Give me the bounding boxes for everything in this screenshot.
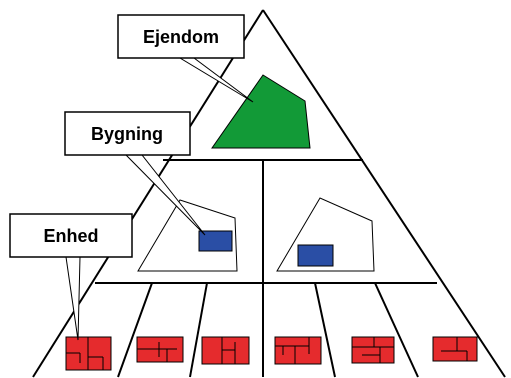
unit-floorplan: [274, 336, 322, 365]
callout-box: [9, 213, 133, 258]
callout-label-building: Bygning: [91, 124, 163, 144]
callout-box: [64, 111, 191, 156]
callout-label-property: Ejendom: [143, 27, 219, 47]
units-row: [65, 336, 478, 371]
unit-divider: [117, 282, 153, 378]
callout-building: Bygning: [64, 111, 206, 236]
callout-box: [117, 14, 245, 59]
unit-floorplan: [136, 336, 184, 363]
building-parcel-left: [137, 199, 238, 272]
unit-floorplan: [201, 336, 250, 365]
callout-unit: Enhed: [9, 213, 133, 341]
callout-label-unit: Enhed: [43, 226, 98, 246]
callout-pointer: [178, 57, 254, 103]
building-footprint-left: [198, 230, 233, 252]
unit-floorplan: [65, 336, 112, 371]
unit-divider: [314, 282, 336, 378]
unit-floorplan: [432, 336, 478, 362]
pyramid-right-edge: [262, 9, 506, 378]
callout-property: Ejendom: [117, 14, 254, 103]
pyramid-left-edge: [32, 9, 264, 378]
callout-pointer: [65, 256, 81, 341]
unit-divider: [374, 282, 419, 378]
unit-floorplan: [351, 336, 395, 364]
pyramid: [32, 9, 506, 378]
property-parcel: [211, 74, 311, 149]
building-footprint-right: [297, 244, 334, 267]
unit-divider: [189, 282, 208, 378]
